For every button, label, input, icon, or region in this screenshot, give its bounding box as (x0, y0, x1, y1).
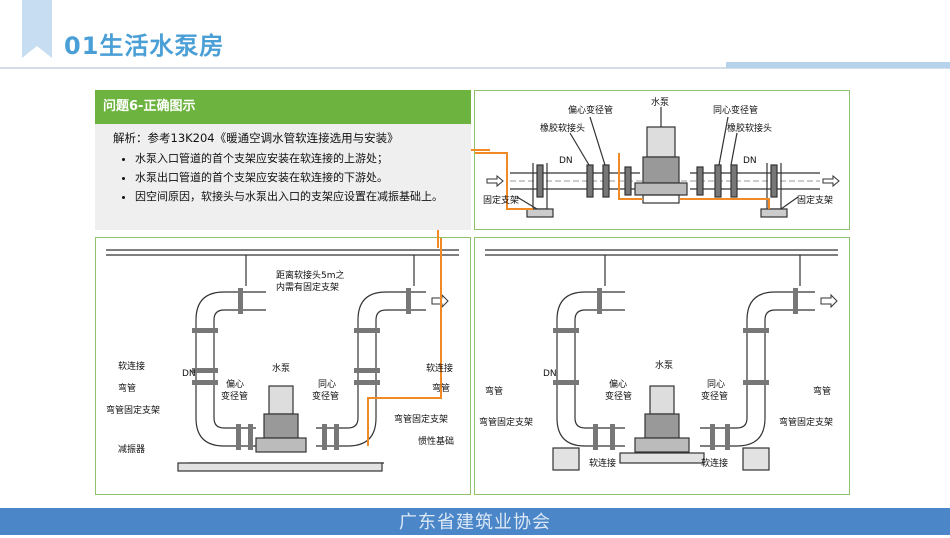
label-elbow-left: 弯管 (118, 382, 136, 394)
connector-line (437, 149, 490, 248)
label-soft-left: 软连接 (589, 457, 616, 469)
label-dn: DN (543, 369, 557, 379)
label-eccentric: 偏心变径管 (568, 104, 613, 116)
label-concentric1: 同心 (707, 379, 725, 390)
label-eccentric1: 偏心 (609, 378, 627, 390)
label-concentric: 同心变径管 (713, 104, 758, 116)
diagram-bottom-right: 水泵 偏心 变径管 同心 变径管 弯管 弯管固定支架 弯管 弯管固定支架 软连接… (474, 237, 850, 495)
label-concentric2: 变径管 (312, 390, 339, 402)
label-elbow-left: 弯管 (485, 385, 503, 397)
label-rubber-left: 橡胶软接头 (540, 122, 585, 134)
bullet-list: 水泵入口管道的首个支架应安装在软连接的上游处； 水泵出口管道的首个支架应安装在软… (113, 150, 459, 204)
bullet-item: 因空间原因，软接头与水泵出入口的支架应设置在减振基础上。 (135, 188, 459, 204)
title-divider-accent (726, 62, 950, 68)
pump-vertical-diagram-left: 距离软接头5m之 内需有固定支架 软连接 弯管 弯管固定支架 减振器 DN 偏心… (106, 238, 459, 472)
label-dn-left: DN (559, 156, 573, 166)
label-elbow-fixed-left: 弯管固定支架 (106, 404, 160, 416)
label-eccentric2: 变径管 (605, 390, 632, 402)
label-inertia: 惯性基础 (418, 435, 454, 447)
bookmark-icon (22, 0, 52, 58)
analysis-text: 解析：参考13K204《暖通空调水管软连接选用与安装》 (113, 131, 399, 145)
label-elbow-right: 弯管 (813, 385, 831, 397)
label-elbow-right: 弯管 (432, 382, 450, 394)
bullet-item: 水泵出口管道的首个支架应安装在软连接的下游处。 (135, 169, 459, 185)
label-damper: 减振器 (118, 443, 145, 455)
label-concentric2: 变径管 (701, 390, 728, 402)
bullet-item: 水泵入口管道的首个支架应安装在软连接的上游处； (135, 150, 459, 166)
label-elbow-fixed-left: 弯管固定支架 (479, 416, 533, 428)
footer-bar: 广东省建筑业协会 (0, 508, 950, 535)
label-fixed-left: 固定支架 (483, 194, 519, 206)
label-dn-right: DN (743, 156, 757, 166)
label-concentric1: 同心 (318, 379, 336, 390)
label-rubber-right: 橡胶软接头 (727, 122, 772, 134)
pump-horizontal-diagram: 偏心变径管 橡胶软接头 水泵 同心变径管 橡胶软接头 DN DN 固定支架 固定… (475, 96, 840, 218)
title-divider (0, 67, 950, 69)
label-eccentric1: 偏心 (226, 378, 244, 390)
label-soft-right: 软连接 (701, 457, 728, 469)
label-pump: 水泵 (272, 362, 290, 374)
label-eccentric2: 变径管 (221, 390, 248, 402)
label-dn: DN (182, 369, 196, 379)
diagram-bottom-left: 距离软接头5m之 内需有固定支架 软连接 弯管 弯管固定支架 减振器 DN 偏心… (95, 237, 471, 495)
label-fixed-right: 固定支架 (797, 194, 833, 206)
pump-vertical-diagram-right: 水泵 偏心 变径管 同心 变径管 弯管 弯管固定支架 弯管 弯管固定支架 软连接… (479, 249, 838, 471)
label-soft-left: 软连接 (118, 360, 145, 372)
label-note1: 距离软接头5m之 (276, 269, 345, 281)
label-elbow-fixed-right: 弯管固定支架 (779, 416, 833, 428)
analysis-note: 问题6-正确图示 解析：参考13K204《暖通空调水管软连接选用与安装》 水泵入… (95, 90, 471, 230)
label-note2: 内需有固定支架 (276, 281, 339, 293)
page-title: 01生活水泵房 (64, 32, 225, 60)
label-pump: 水泵 (651, 96, 669, 108)
label-pump: 水泵 (655, 359, 673, 371)
diagram-top-right: 偏心变径管 橡胶软接头 水泵 同心变径管 橡胶软接头 DN DN 固定支架 固定… (474, 90, 850, 230)
label-soft-right: 软连接 (426, 362, 453, 374)
label-elbow-fixed-right: 弯管固定支架 (394, 413, 448, 425)
note-heading: 问题6-正确图示 (95, 90, 471, 124)
